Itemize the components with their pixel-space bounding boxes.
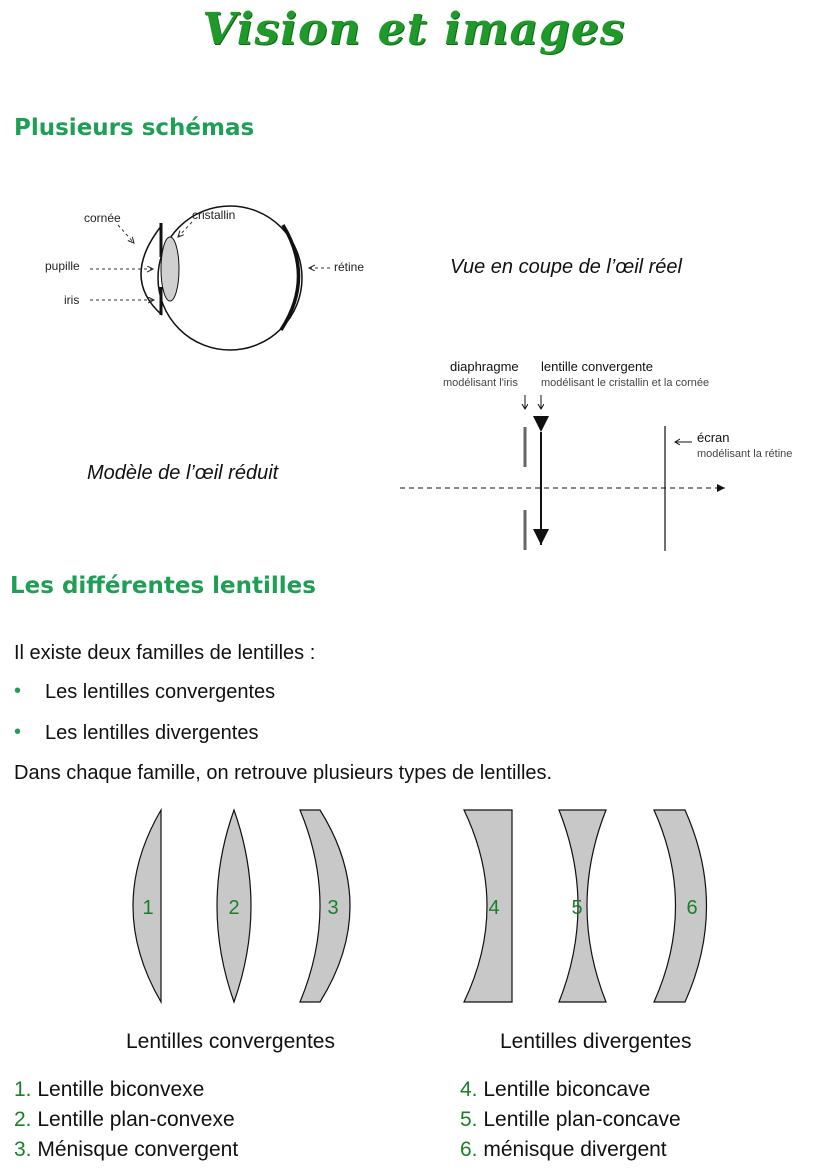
lens-6-shape [653,809,708,1003]
crystalline-lens [160,236,180,302]
bullet-marker: • [14,680,22,702]
section-heading-lentilles: Les différentes lentilles [10,573,316,599]
label-pupille: pupille [45,259,80,273]
lens-types-illustration: 1 2 3 4 5 6 [132,807,708,1005]
eyeball-outline [157,205,303,351]
bullet-marker: • [14,721,22,743]
lens-number-3: 3 [327,897,338,919]
section-heading-schemas: Plusieurs schémas [14,115,255,141]
lens-4-shape [463,809,513,1003]
lens-5-shape [558,809,607,1003]
caption-real-eye: Vue en coupe de l’œil réel [450,256,682,278]
lens-number-5: 5 [571,897,582,919]
label-diaphragme-sub: modélisant l'iris [443,377,518,389]
lens-1-shape [132,807,162,1005]
label-diaphragme: diaphragme [450,359,519,374]
legend-item: 4. Lentille biconcave [460,1078,651,1101]
legend-item: 2. Lentille plan-convexe [14,1108,235,1131]
legend-item: 1. Lentille biconvexe [14,1078,205,1101]
legend-item: 6. ménisque divergent [460,1138,667,1161]
lens-number-4: 4 [488,897,499,919]
retina-arc [279,224,301,331]
label-retine: rétine [334,260,365,274]
intro-text: Il existe deux familles de lentilles : [14,642,316,664]
group-diverging-label: Lentilles divergentes [500,1030,692,1053]
label-lentille-sub: modélisant le cristallin et la cornée [541,377,710,389]
legend-item: 3. Ménisque convergent [14,1138,239,1161]
legend-item: 5. Lentille plan-concave [460,1108,681,1131]
families-text: Dans chaque famille, on retrouve plusieu… [14,762,553,784]
label-cristallin: cristallin [192,208,236,222]
label-cornee: cornée [84,211,121,225]
cornea-shape [140,224,163,316]
lens-2-shape [216,808,252,1004]
eye-cross-section-diagram [90,205,330,351]
caption-reduced-eye: Modèle de l’œil réduit [87,462,279,484]
lens-number-2: 2 [228,897,239,919]
label-ecran: écran [697,430,730,445]
label-lentille: lentille convergente [541,359,654,374]
page-title: Vision et images [202,4,626,55]
bullet-converging: Les lentilles convergentes [45,681,276,703]
lens-3-shape [299,809,351,1003]
bullet-diverging: Les lentilles divergentes [45,722,259,744]
lens-number-6: 6 [686,897,697,919]
lens-number-1: 1 [142,897,153,919]
label-iris: iris [64,293,80,307]
label-ecran-sub: modélisant la rétine [697,448,793,460]
group-converging-label: Lentilles convergentes [126,1030,335,1053]
reduced-eye-model-diagram [400,395,725,551]
